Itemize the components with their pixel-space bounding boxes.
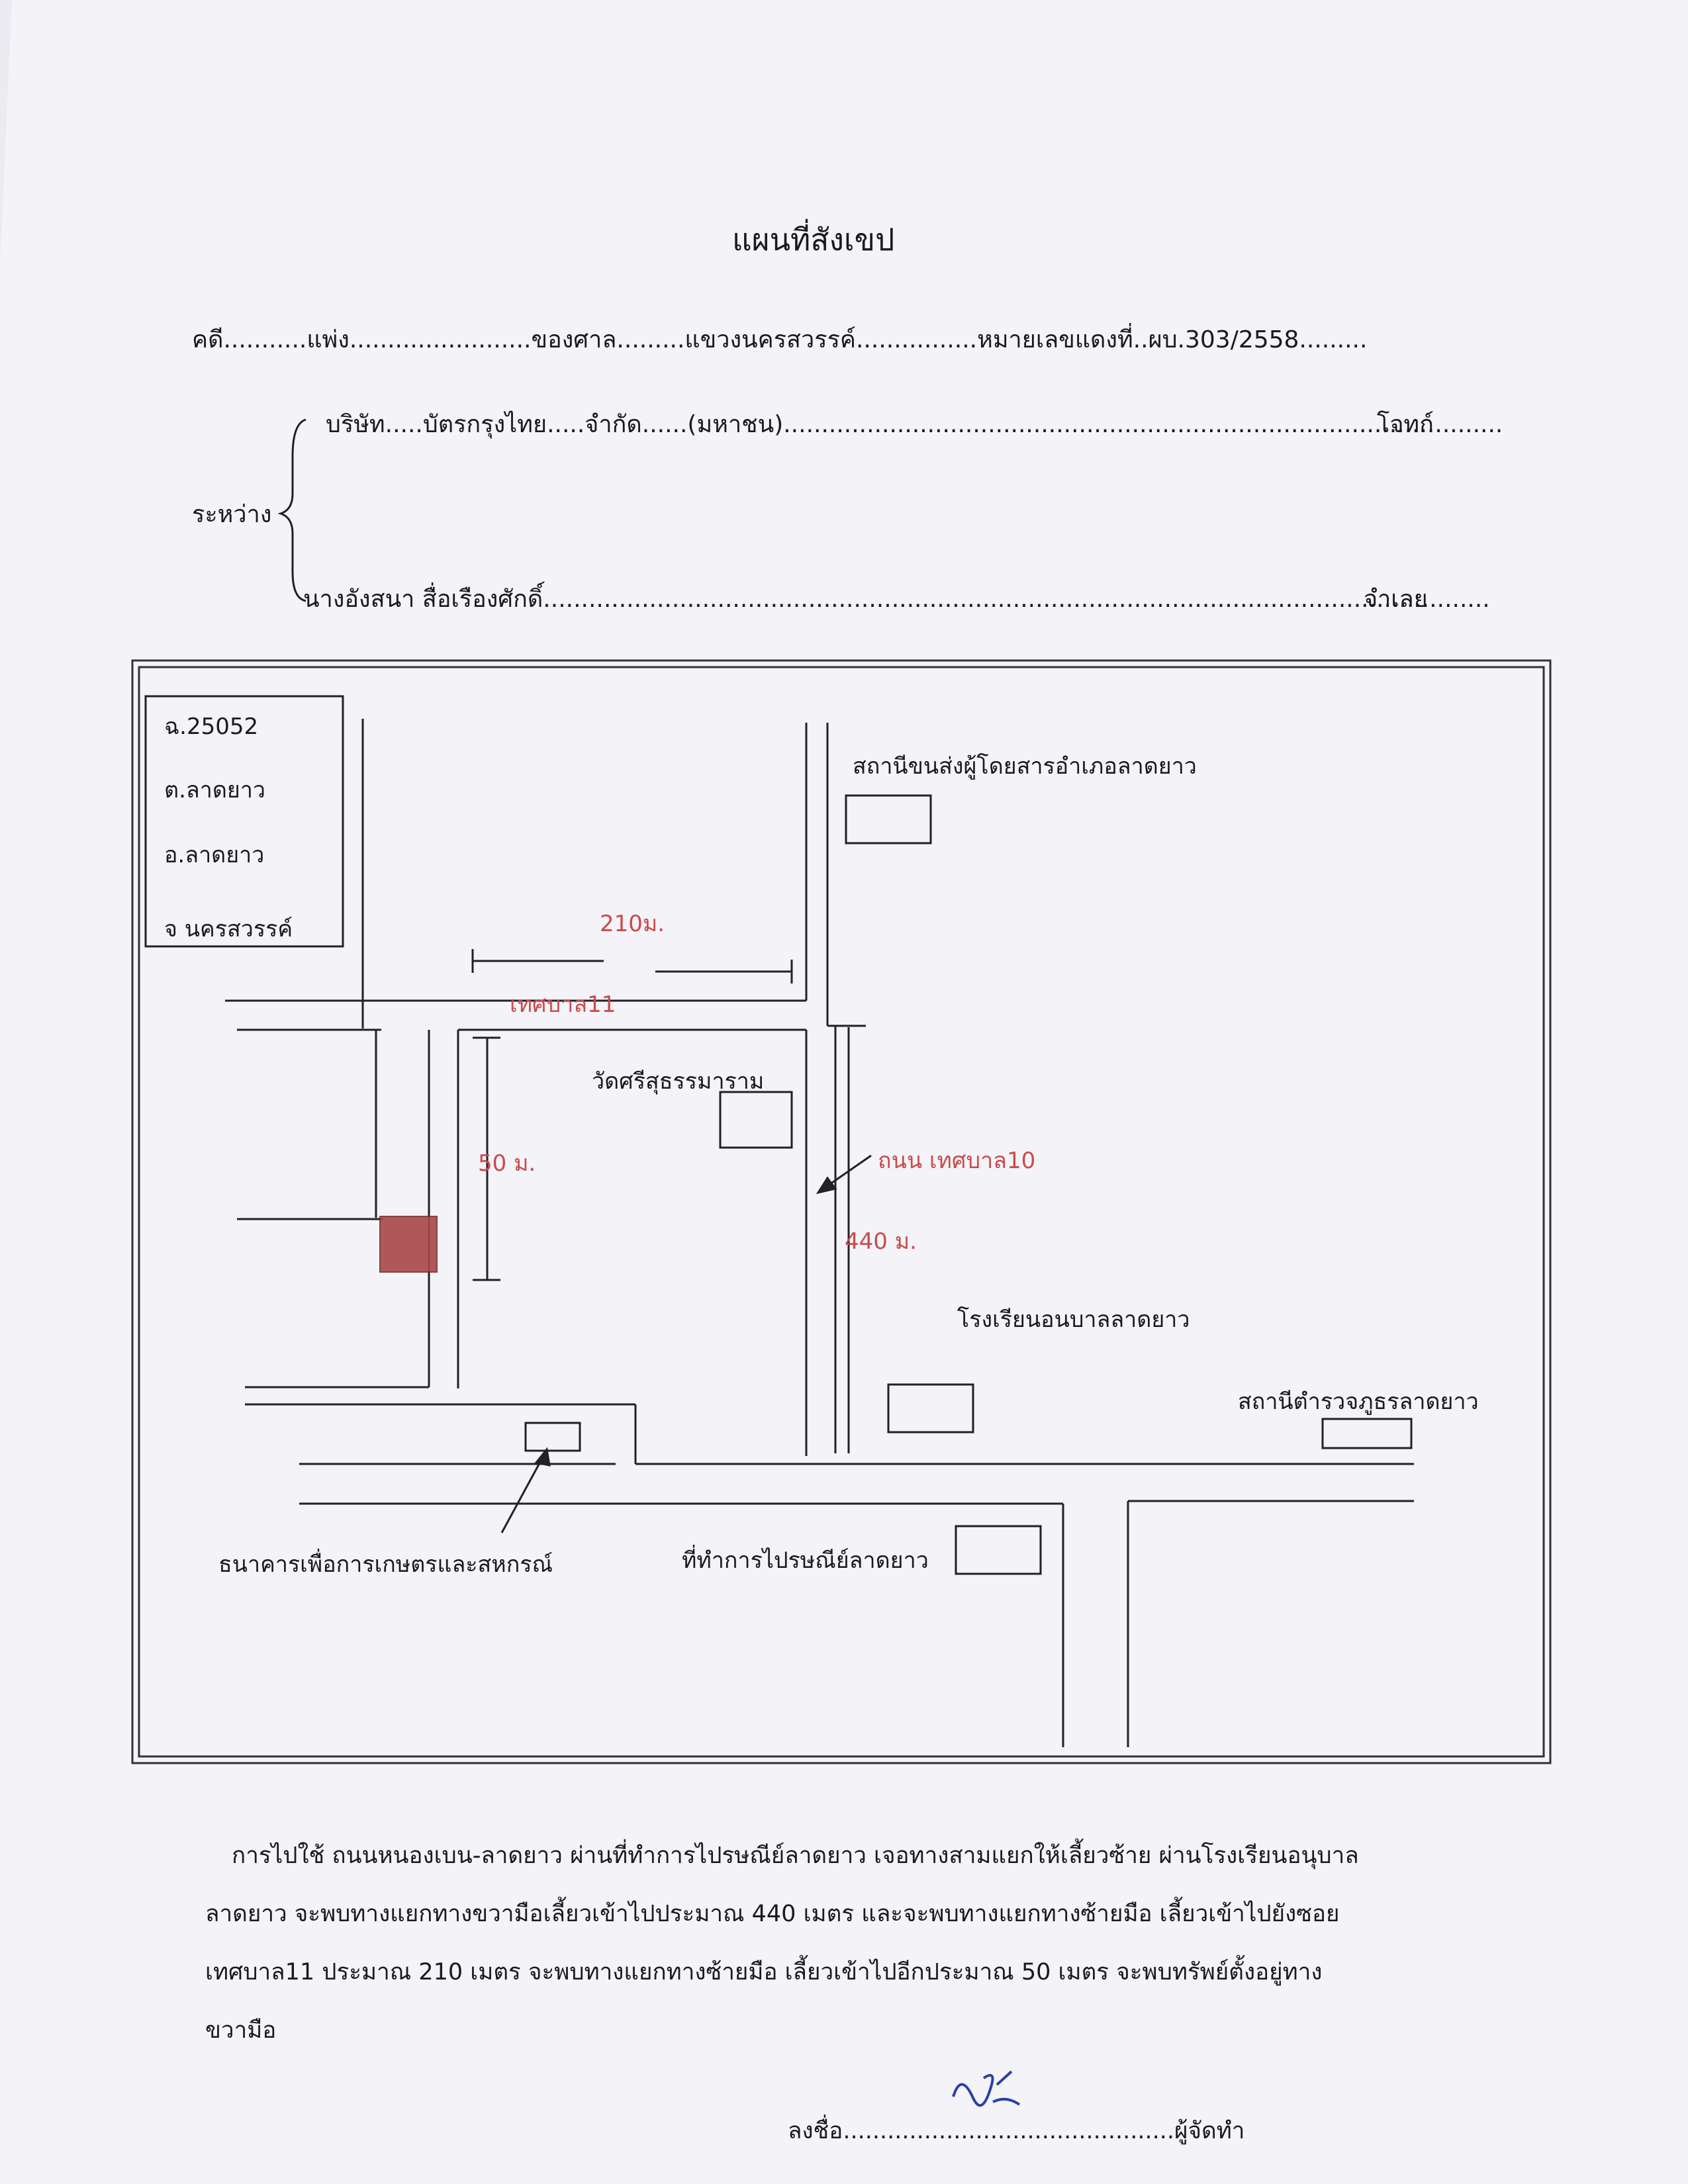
label-police: สถานีตำรวจภูธรลาดยาว xyxy=(1238,1388,1479,1415)
label-bus-station: สถานีขนส่งผู้โดยสารอำเภอลาดยาว xyxy=(853,753,1197,780)
page-title: แผนที่สังเขป xyxy=(732,222,895,257)
temple-building xyxy=(719,1091,793,1149)
bank-building xyxy=(524,1422,581,1452)
map-frame-outer xyxy=(131,659,1552,1764)
label-210: 210ม. xyxy=(600,911,665,937)
label-road10: ถนน เทศบาล10 xyxy=(878,1148,1036,1174)
directions-line-4: ขวามือ xyxy=(205,2017,277,2044)
box-line-1: ฉ.25052 xyxy=(164,713,259,740)
brace xyxy=(277,418,306,602)
directions-line-3: เทศบาล11 ประมาณ 210 เมตร จะพบทางแยกทางซ้… xyxy=(205,1959,1323,1985)
box-line-4: จ นครสวรรค์ xyxy=(164,916,293,942)
bus-station-building xyxy=(845,794,932,844)
arrow-bank-head xyxy=(534,1447,551,1467)
directions-line-2: ลาดยาว จะพบทางแยกทางขวามือเลี้ยวเข้าไปปร… xyxy=(205,1901,1340,1927)
buildings xyxy=(524,794,1413,1575)
signature-line: ลงชื่อ..................................… xyxy=(788,2118,1245,2144)
label-bank: ธนาคารเพื่อการเกษตรและสหกรณ์ xyxy=(218,1551,553,1578)
signature xyxy=(952,2070,1021,2107)
plaintiff-role: โจทก์ xyxy=(1377,411,1434,438)
label-440: 440 ม. xyxy=(845,1228,917,1255)
box-line-2: ต.ลาดยาว xyxy=(164,777,265,803)
school-building xyxy=(887,1383,974,1433)
defendant-line: นางอังสนา สื่อเรืองศักดิ์...............… xyxy=(303,586,1490,613)
measure-210-line xyxy=(471,949,793,983)
arrows xyxy=(500,1154,872,1533)
label-school: โรงเรียนอนบาลลาดยาว xyxy=(957,1306,1190,1333)
location-box xyxy=(144,695,344,948)
label-postoffice: ที่ทำการไปรษณีย์ลาดยาว xyxy=(682,1547,929,1574)
arrow-road10-head xyxy=(816,1176,837,1195)
label-road11: เทศบาล11 xyxy=(510,991,616,1018)
defendant-role: จำเลย xyxy=(1364,586,1428,613)
case-line: คดี...........แพ่ง......................… xyxy=(192,326,1368,353)
police-station-building xyxy=(1321,1418,1413,1449)
roads xyxy=(225,719,1414,1747)
label-50: 50 ม. xyxy=(478,1150,536,1177)
post-office-building xyxy=(955,1525,1042,1575)
between-label: ระหว่าง xyxy=(192,501,272,528)
directions-paragraph: การไปใช้ ถนนหนองเบน-ลาดยาว ผ่านที่ทำการไ… xyxy=(205,1827,1476,2060)
map-frame-inner xyxy=(138,666,1545,1758)
box-line-3: อ.ลาดยาว xyxy=(164,842,265,868)
measure-50-line xyxy=(473,1036,500,1281)
plaintiff-line: บริษัท.....บัตรกรุงไทย.....จำกัด......(ม… xyxy=(326,411,1503,438)
property-marker xyxy=(379,1216,438,1273)
directions-line-1: การไปใช้ ถนนหนองเบน-ลาดยาว ผ่านที่ทำการไ… xyxy=(232,1843,1359,1869)
folded-corner xyxy=(0,0,12,265)
label-temple: วัดศรีสุธรรมาราม xyxy=(592,1068,765,1095)
